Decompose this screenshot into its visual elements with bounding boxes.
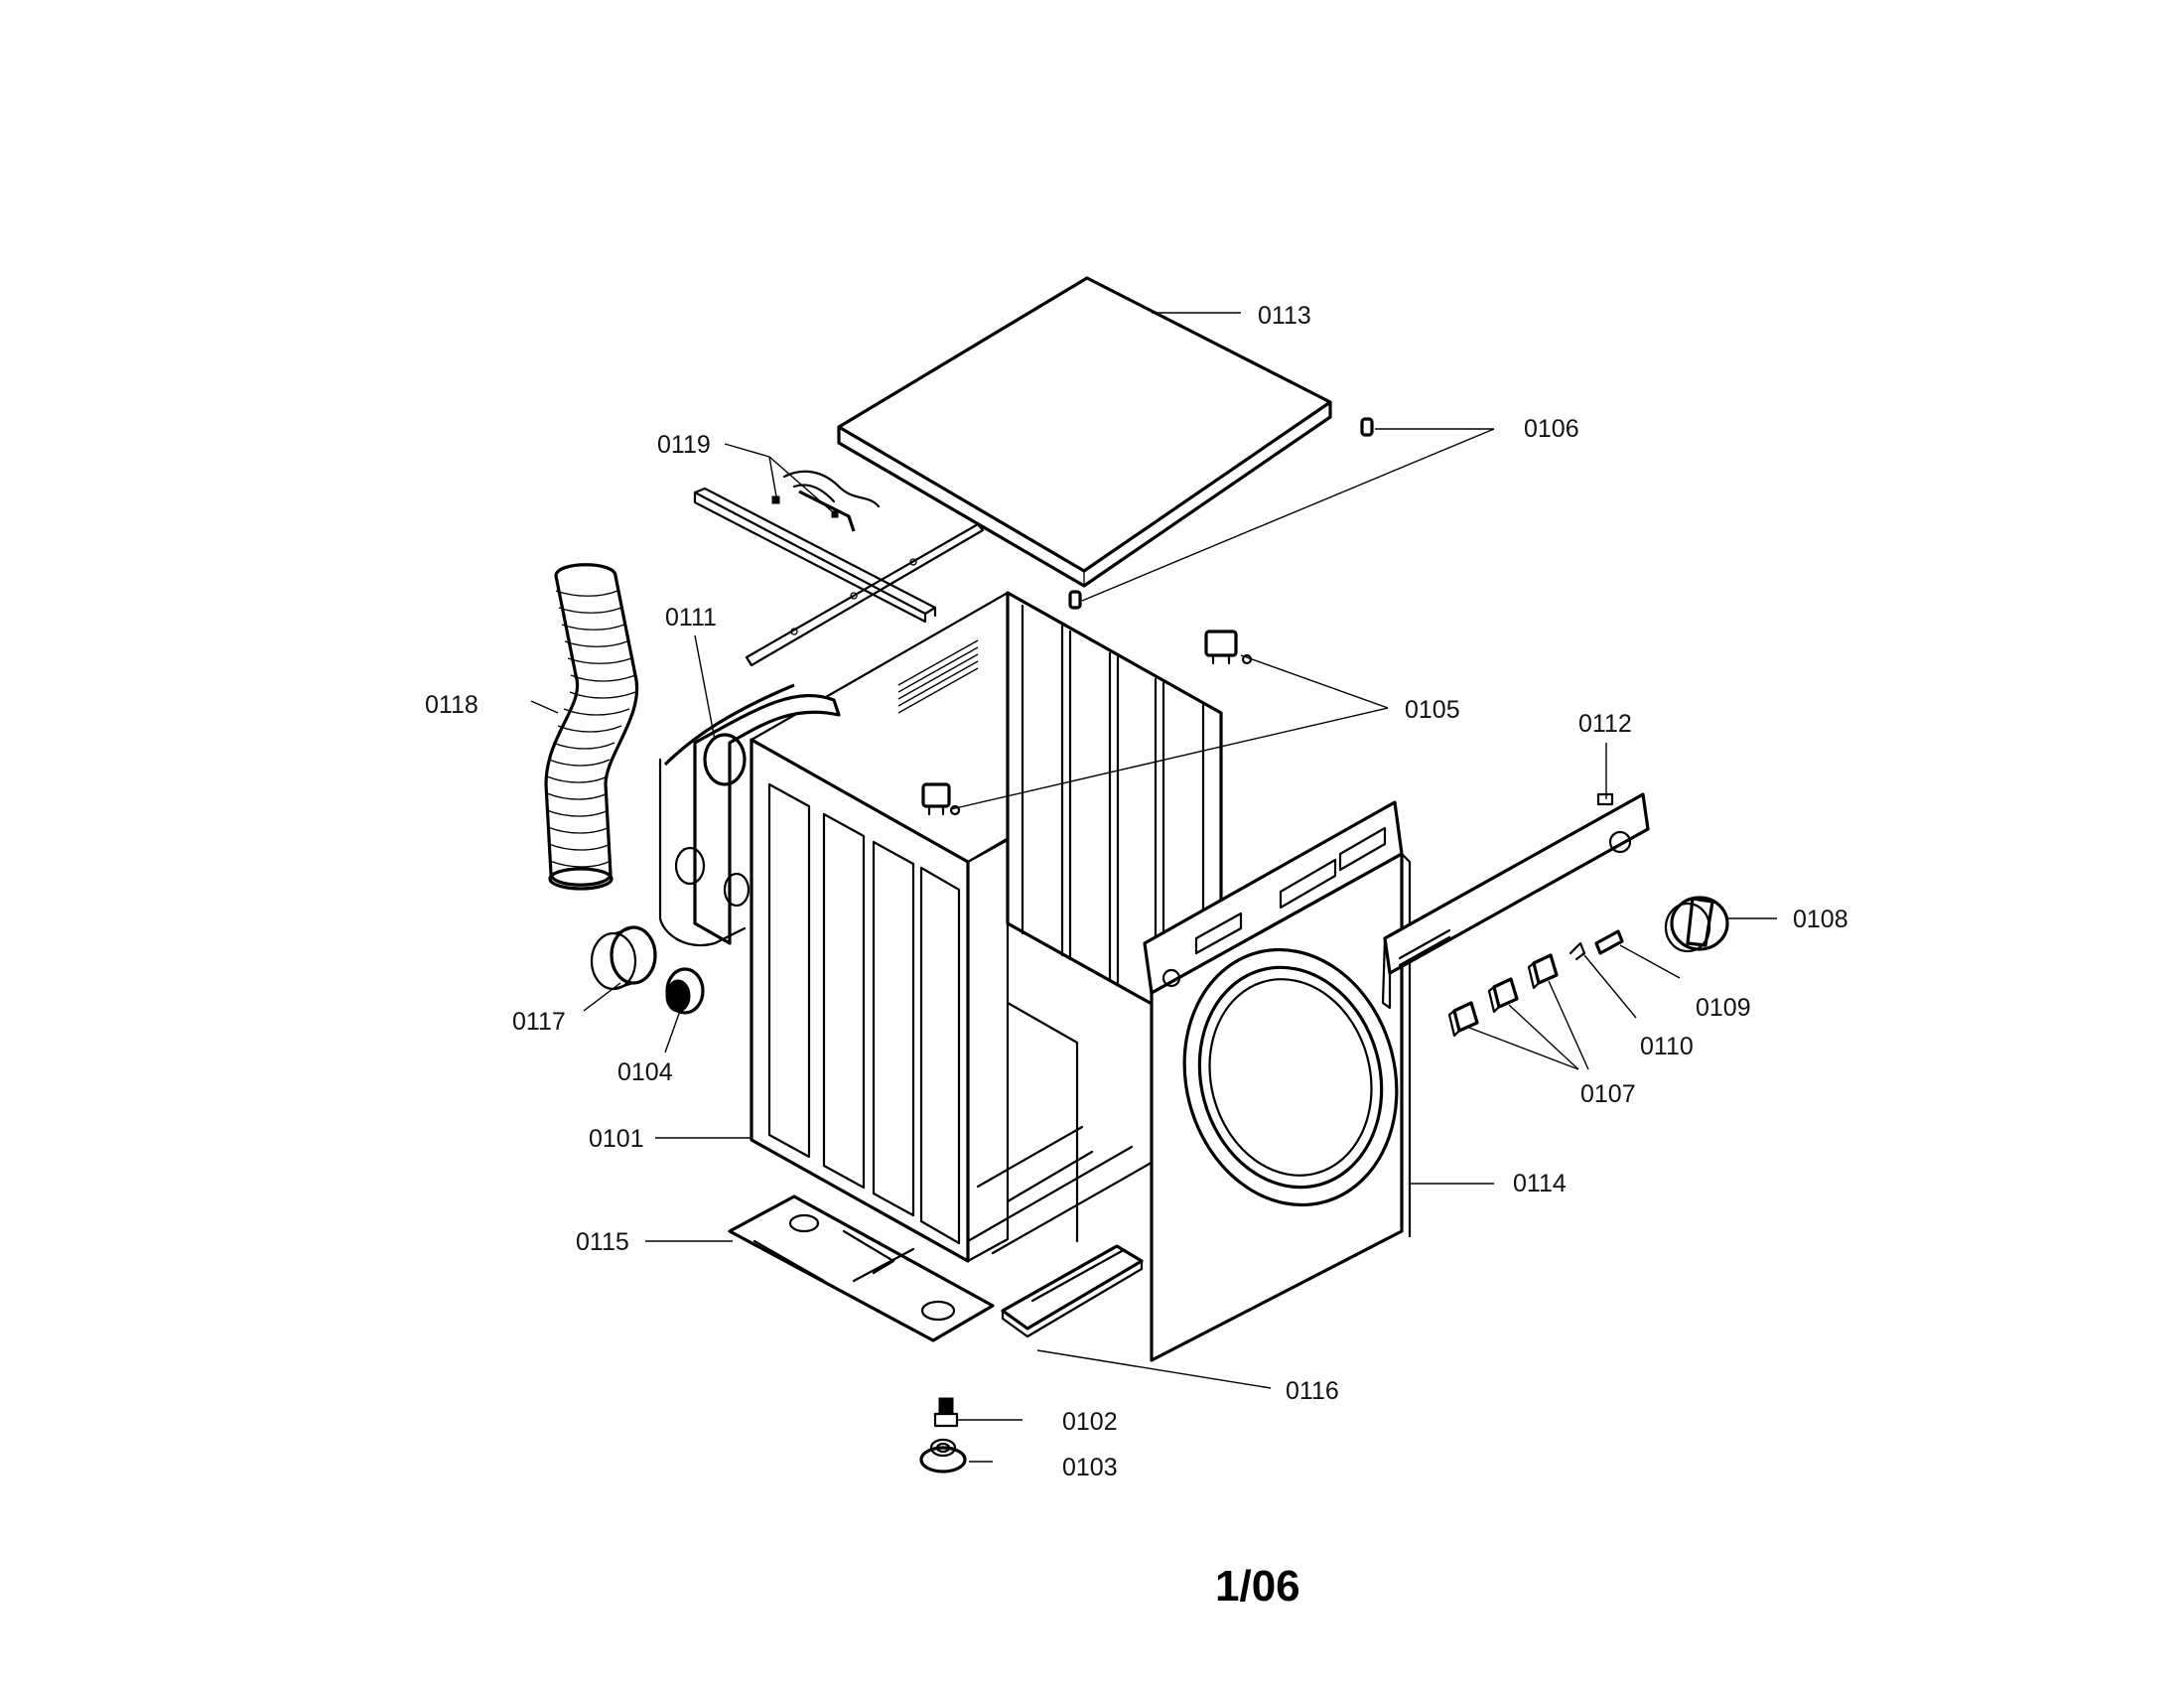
front-panel-0114 [1143, 800, 1412, 1362]
label-0106: 0106 [1524, 415, 1579, 443]
label-0104: 0104 [617, 1058, 673, 1086]
switch-0105-upper [1204, 630, 1253, 665]
label-0108: 0108 [1793, 906, 1848, 933]
switch-0105-lower [921, 782, 961, 816]
push-buttons-0107 [1447, 953, 1559, 1038]
clip-0106-upper [1360, 417, 1374, 437]
top-cover-0113 [837, 276, 1332, 588]
label-0116: 0116 [1286, 1377, 1339, 1405]
clip-0106-lower [1068, 590, 1082, 610]
wire-harness-0119 [771, 470, 881, 532]
label-0102: 0102 [1062, 1408, 1118, 1436]
label-0118: 0118 [425, 691, 478, 719]
knob-0108 [1664, 896, 1729, 953]
indicator-0109 [1594, 929, 1624, 955]
label-0112: 0112 [1578, 710, 1632, 738]
exhaust-hose-0118 [544, 563, 639, 891]
label-0117: 0117 [512, 1008, 566, 1036]
page-number: 1/06 [1215, 1562, 1300, 1611]
spring-clip-0110 [1569, 941, 1586, 961]
exhaust-adapter-0117 [590, 925, 657, 991]
label-0110: 0110 [1640, 1033, 1694, 1060]
kick-plate-0116 [1001, 1244, 1144, 1338]
leader-lines [530, 312, 1777, 1463]
foot-pad-0103 [919, 1438, 967, 1474]
label-0105: 0105 [1405, 696, 1460, 724]
leveling-foot-0102 [933, 1397, 959, 1428]
clamp-0104 [665, 967, 705, 1015]
control-panel-0112 [1381, 792, 1650, 1010]
label-0101: 0101 [589, 1125, 644, 1153]
label-0103: 0103 [1062, 1454, 1118, 1481]
back-panel-0111 [658, 683, 841, 946]
label-0111: 0111 [665, 604, 717, 632]
label-0113: 0113 [1258, 302, 1311, 330]
vent-grille [897, 639, 979, 714]
part-labels: 0113 0106 0119 0111 0118 0105 0112 0108 … [425, 302, 1848, 1481]
top-rail-bracket [693, 487, 985, 667]
base-0115 [728, 1194, 995, 1342]
label-0115: 0115 [576, 1228, 629, 1256]
label-0114: 0114 [1513, 1170, 1567, 1197]
label-0107: 0107 [1580, 1080, 1636, 1108]
label-0109: 0109 [1696, 994, 1751, 1022]
label-0119: 0119 [657, 431, 711, 459]
